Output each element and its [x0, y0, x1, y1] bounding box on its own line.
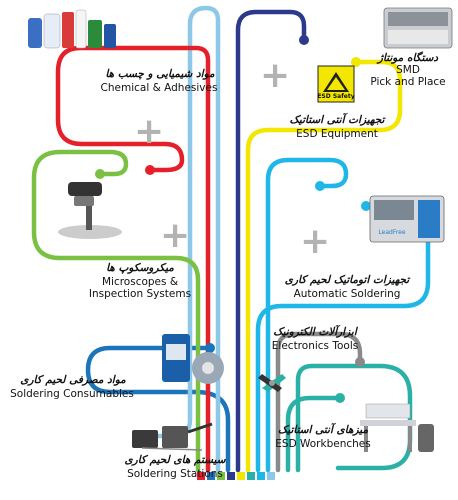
microscopes-label-fa: میکروسکوپ ها — [106, 262, 174, 274]
soldering-consumables-icon — [162, 334, 224, 384]
esd-safety-badge-icon — [317, 65, 355, 103]
root-square — [197, 472, 205, 480]
branch-esd-equipment — [245, 59, 403, 473]
soldering-station-icon — [132, 422, 213, 451]
root-square — [217, 472, 225, 480]
smd-label-en: SMD — [396, 64, 420, 76]
tools-label-fa: ابزارآلات الکترونیک — [273, 326, 357, 338]
branch-tools — [275, 331, 363, 473]
plus-icon: + — [260, 55, 291, 96]
chemical-products-icon — [28, 9, 116, 49]
automatic-label-en: Automatic Soldering — [293, 288, 401, 300]
chemical-label-fa: مواد شیمیایی و چسب ها — [105, 68, 215, 80]
branch-automatic-loop — [265, 157, 349, 473]
root-square — [237, 472, 245, 480]
root-square — [247, 472, 255, 480]
esd-equipment-label-fa: تجهیزات آنتی استاتیک — [289, 114, 385, 126]
microscopes-label-en-2: Inspection Systems — [88, 288, 192, 300]
esd-equipment-label-en: ESD Equipment — [296, 128, 378, 140]
microscopes-label-en: Microscopes & — [101, 276, 179, 288]
consumables-label-fa: مواد مصرفی لحیم کاری — [20, 374, 126, 386]
branch-microscopes — [31, 149, 201, 473]
workbenches-label-en: ESD Workbenches — [275, 438, 371, 450]
root-square — [207, 472, 215, 480]
stations-label-en: Soldering Stations — [127, 468, 223, 480]
automatic-soldering-machine-icon — [369, 195, 445, 243]
branch-chemical — [55, 45, 211, 473]
branch-smd — [235, 9, 307, 473]
root-square — [267, 472, 275, 480]
chemical-label-en: Chemical & Adhesives — [100, 82, 218, 94]
plus-icon: + — [134, 111, 165, 152]
root-square — [257, 472, 265, 480]
branch-workbenches-loop — [295, 363, 413, 473]
plus-icon: + — [160, 215, 191, 256]
stations-label-fa: سیستم های لحیم کاری — [124, 454, 226, 466]
branch-workbenches — [285, 395, 343, 473]
tools-label-en: Electronics Tools — [271, 340, 359, 352]
electronics-tools-icon — [258, 374, 286, 392]
microscope-icon — [58, 182, 122, 239]
automatic-label-fa: تجهیزات اتوماتیک لحیم کاری — [284, 274, 410, 286]
workbench-icon — [360, 403, 434, 452]
root-squares — [197, 472, 275, 480]
consumables-label-en: Soldering Consumables — [10, 388, 134, 400]
smd-label-fa: دستگاه مونتاژ — [377, 52, 439, 64]
machine-brand-label: LeadFree — [378, 229, 406, 236]
smd-label-en-2: Pick and Place — [370, 76, 446, 88]
branch-consumables — [85, 345, 231, 473]
smd-machine-icon — [383, 7, 453, 49]
plus-icon: + — [300, 221, 331, 262]
root-square — [227, 472, 235, 480]
workbenches-label-fa: میزهای آنتی استاتیک — [277, 424, 369, 436]
esd-badge-caption: ESD Safety — [317, 93, 355, 100]
